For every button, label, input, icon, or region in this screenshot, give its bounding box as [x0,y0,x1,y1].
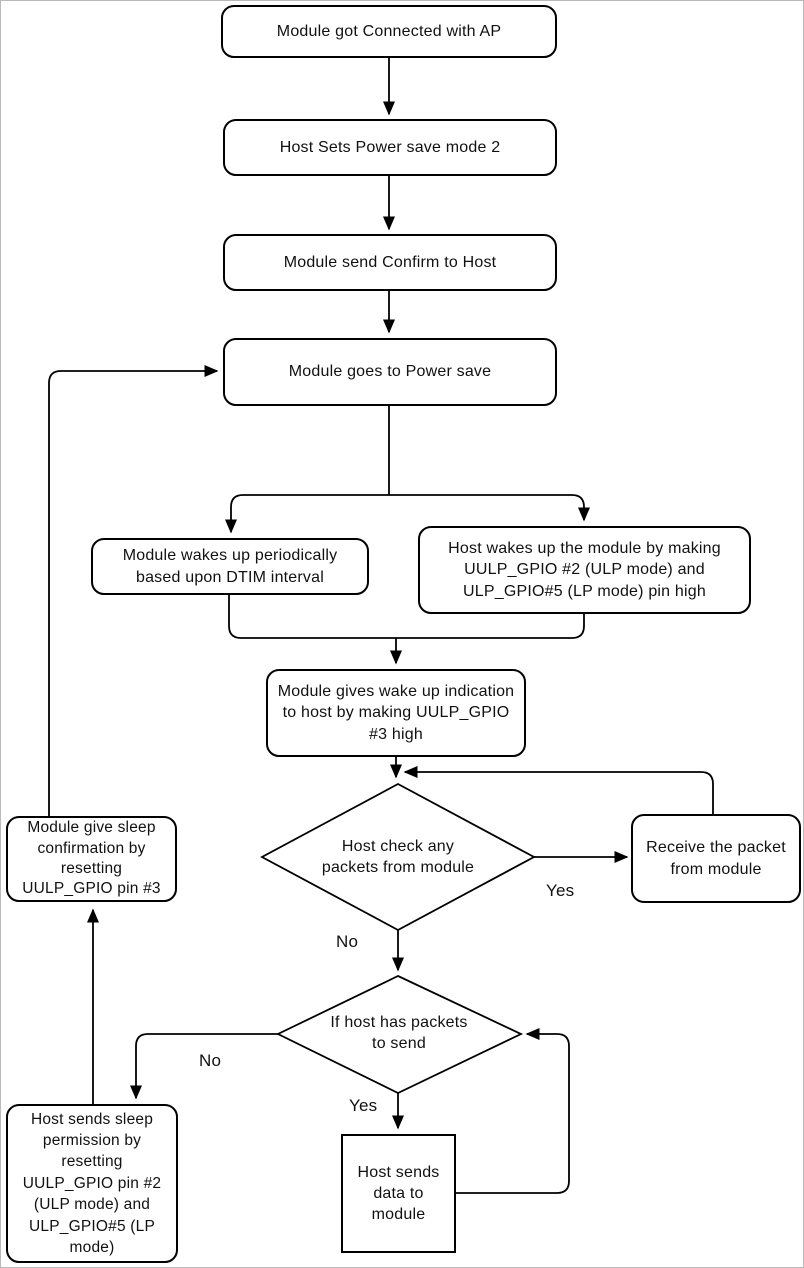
node-receive-packet: Receive the packet from module [631,814,801,903]
decision-diamond-has-packets [275,975,524,1095]
decision-has-packets-label: If host has packets to send [330,1013,468,1052]
node-module-goes-power-save: Module goes to Power save [223,338,557,406]
edge-split-to-dtim [225,494,389,534]
edge-confirmation-to-powersave [48,365,219,816]
node-host-wakes-module: Host wakes up the module by making UULP_… [418,526,751,614]
node-sleep-permission: Host sends sleep permission by resetting… [6,1104,178,1263]
edge-split-to-hostwake [389,494,590,522]
edge-senddata-loopback [455,1028,570,1194]
edge-dtim-merge [228,595,396,639]
edge-haspackets-no-to-permission [130,1033,278,1100]
node-host-sends-data: Host sends data to module [341,1134,456,1253]
node-module-send-confirm: Module send Confirm to Host [223,234,557,291]
edge-receive-loopback [403,766,714,814]
node-host-sets-power-save: Host Sets Power save mode 2 [223,119,557,176]
label-yes-receive: Yes [546,881,575,900]
label-yes-send: Yes [349,1096,378,1115]
node-module-connected-ap: Module got Connected with AP [221,5,557,58]
label-no-packets: No [199,1051,222,1070]
node-wake-indication: Module gives wake up indication to host … [266,669,526,757]
edge-hostwake-merge [396,614,585,639]
node-module-wakes-dtim: Module wakes up periodically based upon … [91,538,369,595]
label-no-check: No [336,932,359,951]
decision-diamond-check-packets [260,782,536,932]
decision-check-packets-label: Host check any packets from module [321,837,475,876]
node-sleep-confirmation: Module give sleep confirmation by resett… [6,816,177,902]
